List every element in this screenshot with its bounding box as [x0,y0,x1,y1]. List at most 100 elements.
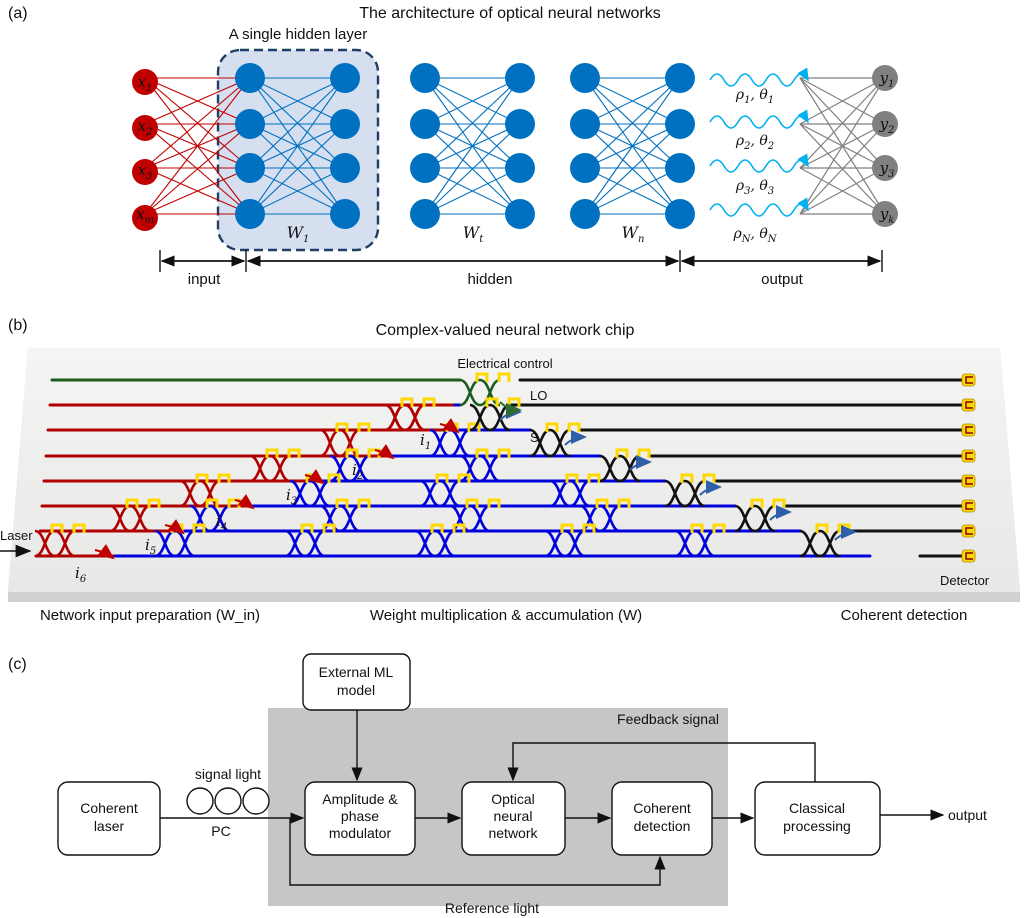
hidden-node [330,109,360,139]
signal-arrow [564,430,587,446]
heater-icon [815,523,829,533]
detector-port [965,527,973,535]
signal-arrow [769,505,792,521]
heater-icon [400,397,414,407]
heater-icon [567,422,581,432]
heater-icon [587,473,601,483]
connection [249,77,346,215]
detector-icon [961,373,976,387]
block-classical-processing [754,781,881,856]
panel-b: (b) Complex-valued neural network chip E… [0,317,1020,624]
connection [424,167,521,215]
heater-icon [545,422,559,432]
heater-icon [497,448,511,458]
detector-icon [961,398,976,412]
heater-icon [435,473,449,483]
hidden-node [235,153,265,183]
input-index: i2​ [352,461,363,482]
hidden-node [410,63,440,93]
label-coherent-detection: Coherent detection [841,607,968,624]
input-arrow [304,469,325,485]
section-input: input [188,271,221,288]
hidden-node [410,199,440,229]
hidden-node [665,109,695,139]
heater-icon [595,498,609,508]
input-node [132,205,158,231]
hidden-node [505,109,535,139]
output-label: output [948,807,987,823]
pc-label: PC [211,823,230,839]
detector-port [965,502,973,510]
heater-icon [690,523,704,533]
detector-icon [961,423,976,437]
detector-icon [961,499,976,513]
detector-port [965,401,973,409]
input-index: i1​ [420,431,431,452]
wave-label: ρ3​, θ3​ [735,178,774,197]
label-weight-multiplication: Weight multiplication & accumulation (W) [370,607,642,624]
weight-label-w1: W1​ [287,223,310,245]
input-arrow [234,494,255,510]
hidden-node [235,199,265,229]
hidden-node [665,63,695,93]
wave-arrow [709,197,809,217]
network-graph [132,63,898,231]
output-node [872,65,898,91]
section-hidden: hidden [467,271,512,288]
output-node [872,111,898,137]
heater-icon [637,448,651,458]
heater-icon [565,473,579,483]
hidden-node [330,63,360,93]
input-index: i6​ [75,564,87,585]
input-node-label: x1​ [138,73,153,94]
input-arrow [164,519,185,535]
wave-label: ρ2​, θ2​ [735,133,774,152]
weight-label-wt: Wt​ [463,223,484,245]
heater-icon [335,422,349,432]
wave-label: ρN​, θN​ [732,226,777,245]
heater-icon [712,523,726,533]
heater-icon [430,523,444,533]
heater-icon [125,498,139,508]
block-modulator [304,781,416,856]
input-arrow [94,544,115,560]
connection [144,77,251,215]
connection [144,123,251,215]
connection [144,77,251,169]
panel-a: (a) The architecture of optical neural n… [8,5,898,288]
section-brackets [159,250,883,272]
hidden-node [330,199,360,229]
output-node-label: yk​ [879,205,895,226]
network-labels: x1​ x2​ x3​ xm​ y1​ y2​ y3​ yk​ W1​ Wt​ … [136,69,894,245]
hidden-node [505,63,535,93]
connection [584,167,681,215]
output-node-label: y3​ [879,159,895,180]
block-coherent-laser [57,781,161,856]
heater-icon [680,473,694,483]
block-optical-neural-network [461,781,566,856]
connection [249,77,346,125]
heater-icon [357,498,371,508]
connection [799,77,886,215]
heater-icon [357,422,371,432]
weight-label-wn: Wn​ [622,223,645,245]
output-node-label: y1​ [879,69,895,90]
hidden-node [505,153,535,183]
heater-icon [457,473,471,483]
heater-icon [422,397,436,407]
wave-arrow [709,153,809,173]
connection [799,167,886,215]
section-output: output [761,271,804,288]
heater-icon [300,523,314,533]
heater-icon [287,448,301,458]
block-coherent-detection [611,781,713,856]
hidden-node [505,199,535,229]
input-index: i4​ [216,512,227,533]
hidden-node [570,63,600,93]
signal-arrow [834,525,857,541]
output-node [872,201,898,227]
